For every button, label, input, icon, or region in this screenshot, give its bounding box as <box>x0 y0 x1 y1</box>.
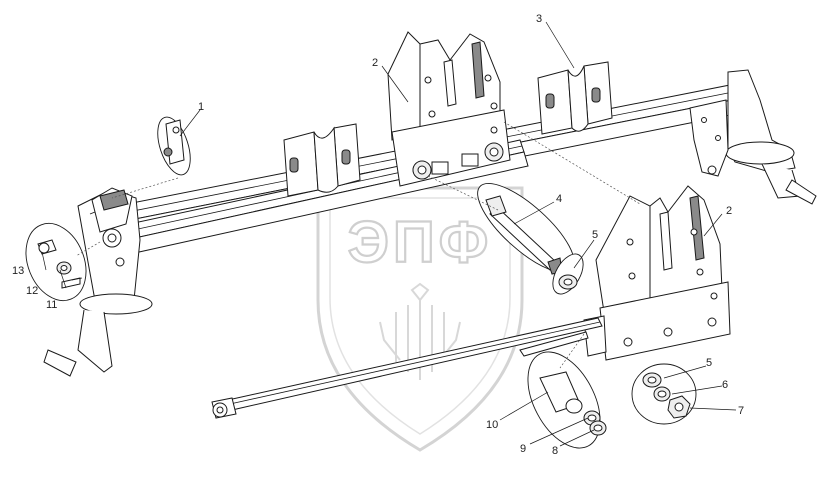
rear-right-bracket <box>689 69 817 205</box>
callout-12: 12 <box>26 285 38 297</box>
callout-2-upper: 2 <box>372 57 378 69</box>
lower-tie-rod <box>211 317 603 419</box>
detail-parts-5-7 <box>631 363 697 425</box>
watermark-shield: ЭПФ <box>316 186 524 452</box>
projection-lines <box>75 121 641 369</box>
callout-4: 4 <box>556 193 562 205</box>
callout-7: 7 <box>738 405 744 417</box>
mount-plate-part-2-upper <box>387 31 511 187</box>
callout-labels: 1 2 2 3 4 5 5 6 7 8 9 10 11 12 13 <box>12 13 744 457</box>
u-bracket-middle <box>283 123 361 197</box>
callout-8: 8 <box>552 445 558 457</box>
detail-parts-8-10 <box>527 351 607 449</box>
callout-11: 11 <box>46 299 57 311</box>
mount-plate-part-2-lower <box>583 185 731 361</box>
left-end-bracket <box>43 187 153 377</box>
callout-2-lower: 2 <box>726 205 732 217</box>
u-bracket-part-3 <box>537 61 613 135</box>
callout-9: 9 <box>520 443 526 455</box>
callout-6: 6 <box>722 379 728 391</box>
leader-lines <box>41 21 737 447</box>
callout-5-lower: 5 <box>706 357 712 369</box>
watermark-text: ЭПФ <box>348 210 492 275</box>
callout-10: 10 <box>486 419 498 431</box>
detail-part-1 <box>157 116 191 176</box>
callout-5-upper: 5 <box>592 229 598 241</box>
callout-3: 3 <box>536 13 542 25</box>
callout-1: 1 <box>198 101 204 113</box>
callout-13: 13 <box>12 265 24 277</box>
plate-bolts-upper <box>412 142 504 180</box>
detail-part-5-washer-upper <box>552 253 584 295</box>
